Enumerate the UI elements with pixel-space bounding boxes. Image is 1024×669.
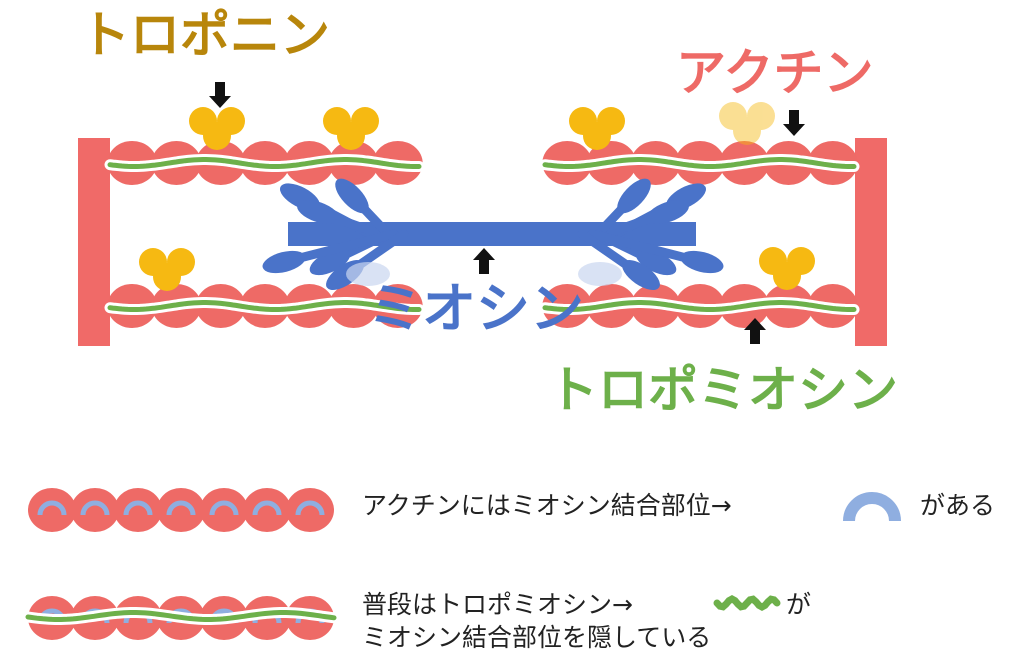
binding-site-icon <box>123 500 153 516</box>
myosin-head <box>646 200 690 224</box>
myosin-head-faded <box>346 262 390 286</box>
troponin-clusters <box>139 102 815 291</box>
actin-bead <box>157 488 205 532</box>
actin-bead <box>28 488 76 532</box>
troponin-cluster <box>189 107 245 150</box>
troponin-cluster <box>719 102 775 145</box>
myosin-head-faded <box>578 262 622 286</box>
myosin-head <box>635 248 677 276</box>
legend-tropomyosin-suffix: が <box>786 590 812 619</box>
legend-tropomyosin-filament <box>22 596 340 640</box>
binding-site-icon <box>252 500 282 516</box>
legend-tropomyosin-text: 普段はトロポミオシン→ <box>362 590 633 619</box>
actin-filament-top-left <box>104 141 425 185</box>
pointer-arrows <box>209 82 805 344</box>
tropomyosin-strand <box>107 300 422 312</box>
actin-filaments <box>104 141 860 328</box>
myosin-head <box>622 259 660 291</box>
troponin-sphere <box>337 122 365 150</box>
legend-graphics <box>22 488 901 640</box>
troponin-sphere <box>773 262 801 290</box>
binding-site-icon <box>166 500 196 516</box>
z-line-left <box>78 138 110 346</box>
legend-actin-filament <box>28 488 334 532</box>
troponin-sphere <box>153 263 181 291</box>
legend-tropomyosin-line2: ミオシン結合部位を隠している <box>362 623 712 652</box>
actin-label: アクチン <box>676 44 874 102</box>
z-line-right <box>855 138 887 346</box>
troponin-sphere <box>583 122 611 150</box>
legend-actin-suffix: がある <box>920 491 996 520</box>
myosin-head <box>309 248 351 276</box>
tropomyosin-strand <box>107 157 422 169</box>
tropomyosin-strand <box>542 300 857 312</box>
troponin-cluster <box>569 107 625 150</box>
binding-site-icon <box>80 500 110 516</box>
down-arrow-icon <box>209 82 231 108</box>
myosin-head <box>296 200 340 224</box>
tropomyosin-icon <box>713 595 781 611</box>
legend-actin-text: アクチンにはミオシン結合部位→ <box>362 491 732 520</box>
myosin-filament <box>262 178 724 291</box>
troponin-sphere <box>733 117 761 145</box>
myosin-label: ミオシン <box>368 277 584 340</box>
tropomyosin-strand <box>25 610 337 622</box>
troponin-sphere <box>719 102 747 130</box>
myosin-head <box>617 178 651 214</box>
actin-bead <box>200 488 248 532</box>
troponin-cluster <box>759 247 815 290</box>
actin-bead <box>114 488 162 532</box>
actin-filament-bottom-right <box>539 284 860 328</box>
myosin-head <box>262 250 306 274</box>
actin-filament-bottom-left <box>104 284 425 328</box>
binding-site-icon <box>843 492 901 522</box>
down-arrow-icon <box>783 110 805 136</box>
actin-bead <box>243 488 291 532</box>
troponin-sphere <box>747 102 775 130</box>
binding-site-icon <box>37 500 67 516</box>
tropomyosin-label: トロポミオシン <box>548 361 898 419</box>
myosin-head <box>680 250 724 274</box>
troponin-label: トロポニン <box>80 6 330 64</box>
troponin-cluster <box>323 107 379 150</box>
binding-site-icon <box>209 500 239 516</box>
actin-bead <box>71 488 119 532</box>
actin-bead <box>286 488 334 532</box>
troponin-cluster <box>139 248 195 291</box>
myosin-head <box>335 178 369 214</box>
tropomyosin-strand <box>542 157 857 169</box>
z-lines <box>78 138 887 346</box>
binding-site-icon <box>295 500 325 516</box>
troponin-sphere <box>203 122 231 150</box>
up-arrow-icon <box>744 318 766 344</box>
up-arrow-icon <box>473 248 495 274</box>
actin-filament-top-right <box>539 141 860 185</box>
